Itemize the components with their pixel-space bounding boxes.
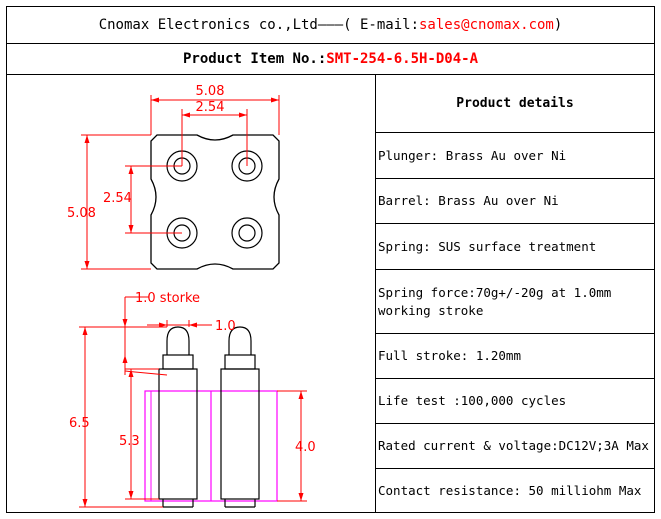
detail-full-stroke: Full stroke: 1.20mm bbox=[376, 334, 654, 379]
header-close: ) bbox=[553, 17, 563, 33]
pin-left bbox=[158, 326, 198, 508]
pin-right bbox=[220, 326, 260, 508]
product-item-row: Product Item No.: SMT-254-6.5H-D04-A bbox=[7, 44, 654, 75]
side-view-dimensions bbox=[79, 296, 307, 508]
top-view: 5.08 2.54 2.54 5.08 bbox=[67, 84, 280, 270]
technical-drawing: 5.08 2.54 2.54 5.08 bbox=[7, 75, 376, 512]
top-view-dimensions bbox=[81, 95, 280, 270]
pin-hole-bottom-right bbox=[231, 217, 263, 249]
detail-spring-force: Spring force:70g+/-20g at 1.0mm working … bbox=[376, 270, 654, 334]
detail-plunger: Plunger: Brass Au over Ni bbox=[376, 133, 654, 179]
dim-stroke-label: 1.0 storke bbox=[135, 291, 200, 306]
dim-total-height: 6.5 bbox=[69, 416, 90, 431]
details-title: Product details bbox=[376, 75, 654, 133]
company-name: Cnomax Electronics co.,Ltd———( E-mail: bbox=[98, 17, 419, 33]
dim-top-pitch-x: 2.54 bbox=[196, 100, 225, 115]
product-item-number: SMT-254-6.5H-D04-A bbox=[326, 51, 478, 67]
dim-top-pitch-y: 2.54 bbox=[103, 191, 132, 206]
dim-tip-width: 1.0 bbox=[215, 319, 236, 334]
detail-rated-current: Rated current & voltage:DC12V;3A Max bbox=[376, 424, 654, 469]
detail-life-test: Life test :100,000 cycles bbox=[376, 379, 654, 424]
dim-housing-height: 4.0 bbox=[295, 440, 316, 455]
drawing-svg: 5.08 2.54 2.54 5.08 bbox=[67, 84, 316, 508]
detail-barrel: Barrel: Brass Au over Ni bbox=[376, 179, 654, 224]
spec-sheet: Cnomax Electronics co.,Ltd———( E-mail: s… bbox=[6, 6, 655, 513]
side-view: 1.0 storke 1.0 6.5 5.3 4.0 bbox=[69, 291, 316, 508]
top-view-outline bbox=[150, 134, 280, 270]
product-details-table: Product details Plunger: Brass Au over N… bbox=[376, 75, 654, 512]
detail-spring: Spring: SUS surface treatment bbox=[376, 224, 654, 270]
detail-contact-resistance: Contact resistance: 50 milliohm Max bbox=[378, 482, 642, 498]
dim-top-height: 5.08 bbox=[67, 206, 96, 221]
dim-top-width: 5.08 bbox=[196, 84, 225, 99]
dim-body-height: 5.3 bbox=[119, 434, 140, 449]
company-header: Cnomax Electronics co.,Ltd———( E-mail: s… bbox=[7, 7, 654, 44]
product-item-label: Product Item No.: bbox=[182, 51, 327, 67]
email-link[interactable]: sales@cnomax.com bbox=[419, 17, 554, 33]
